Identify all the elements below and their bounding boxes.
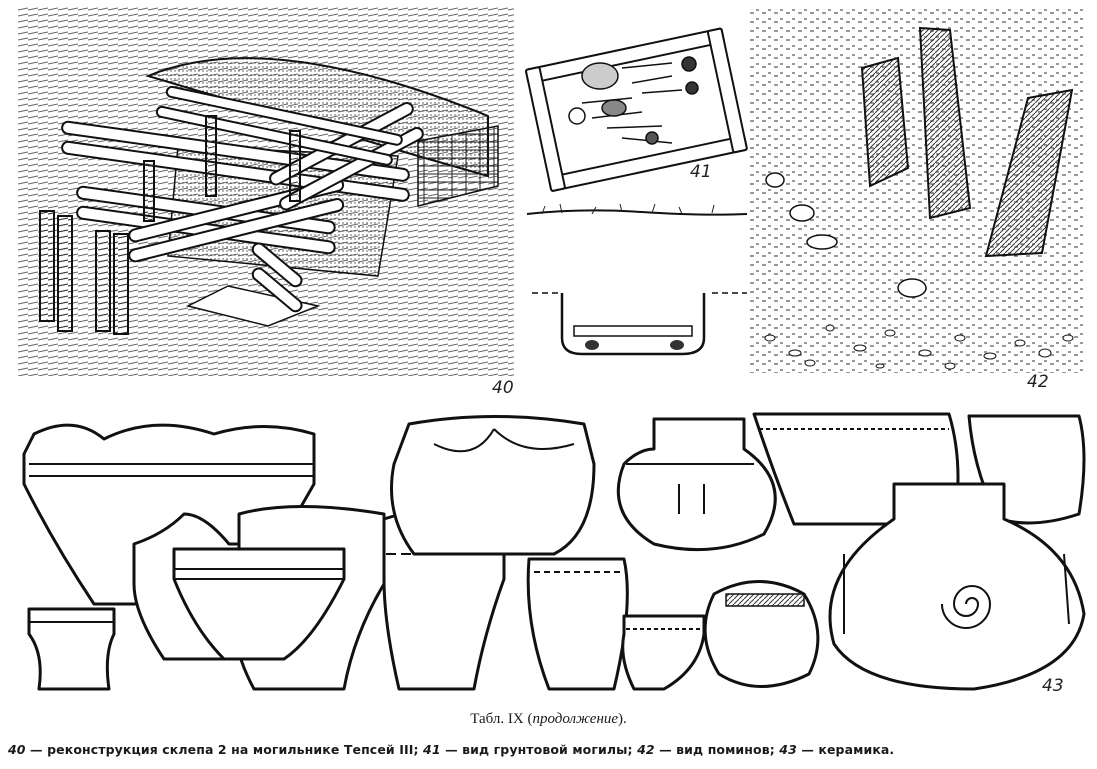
figure-number-43: 43: [1042, 676, 1064, 696]
figure-number-42: 42: [1027, 372, 1049, 392]
figure-number-41: 41: [690, 162, 712, 182]
table-title: Табл. IX (продолжение).: [0, 711, 1097, 728]
table-title-paren-open: (: [523, 711, 533, 727]
caption-num-40: 40: [8, 742, 26, 757]
caption-num-43: 43: [779, 742, 797, 757]
figure-40-crypt-reconstruction: [18, 6, 514, 376]
caption-text-42: — вид поминов;: [654, 742, 780, 757]
table-title-paren-close: ).: [618, 711, 627, 727]
table-title-continuation: продолжение: [532, 711, 619, 727]
caption-num-42: 42: [637, 742, 655, 757]
table-title-main: Табл. IX: [470, 711, 524, 727]
figure-41-grave-view: [522, 8, 748, 368]
caption-num-41: 41: [423, 742, 441, 757]
figure-43-ceramics: [14, 404, 1090, 694]
figure-caption: 40 — реконструкция склепа 2 на могильник…: [8, 742, 1093, 757]
figure-number-40: 40: [492, 378, 514, 398]
caption-text-41: — вид грунтовой могилы;: [440, 742, 638, 757]
caption-text-43: — керамика.: [796, 742, 895, 757]
caption-text-40: — реконструкция склепа 2 на могильнике Т…: [25, 742, 424, 757]
figure-42-memorial-view: [750, 8, 1086, 373]
